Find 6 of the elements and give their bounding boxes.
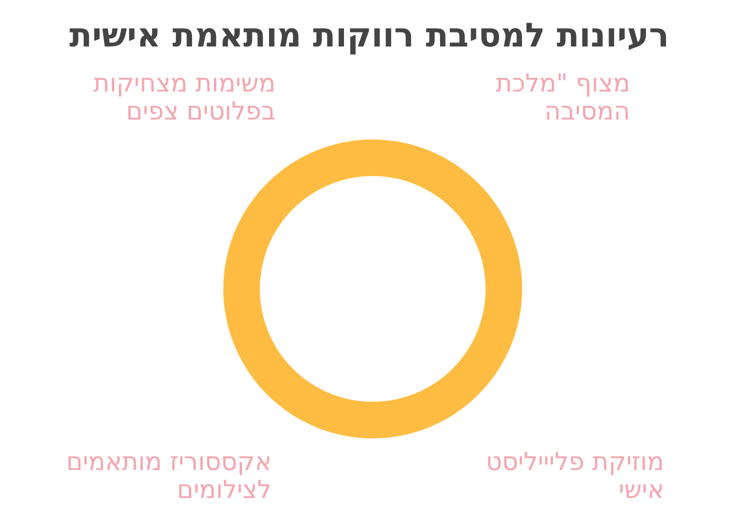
label: מוזיקת פליייליסט אישי [485,446,664,504]
diagram-title: רעיונות למסיבת רווקות מותאמת אישית [68,16,668,55]
label: אקססוריז מותאמים לצילומים [66,446,271,504]
label: משימות מצחיקות בפלוטים צפים [92,68,276,126]
label: מצוף "מלכת המסיבה [495,68,630,126]
node-circle [222,139,522,438]
